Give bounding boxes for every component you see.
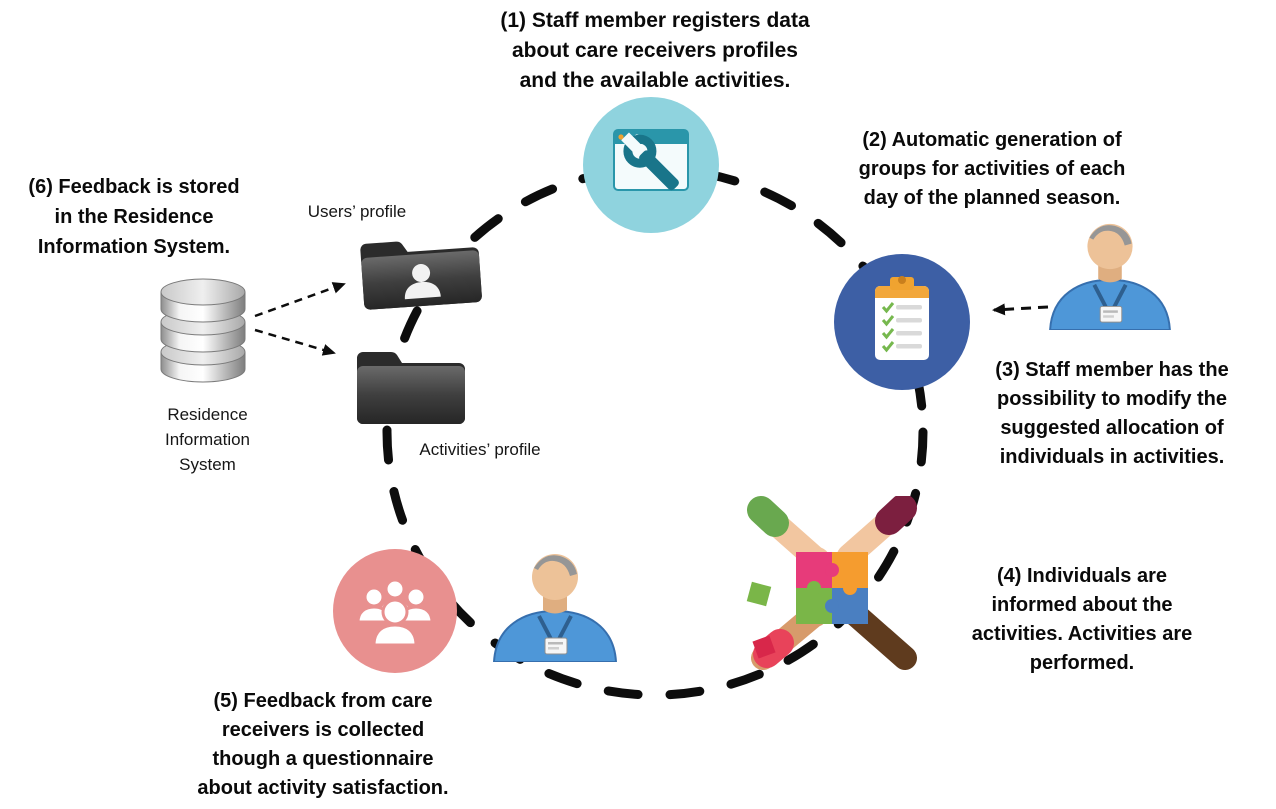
staff-member-svg — [1049, 223, 1171, 331]
activities-profile-label: Activities’ profile — [419, 440, 541, 459]
teamwork-puzzle-hands-icon — [737, 494, 927, 681]
step5-text: (5) Feedback from care receivers is coll… — [197, 690, 449, 799]
users-profile-label: Users’ profile — [307, 202, 407, 221]
users-folder-icon — [353, 222, 489, 322]
people-group-icon — [333, 549, 457, 678]
teamwork-puzzle-hands-svg — [746, 494, 917, 670]
residence-information-system-label: Residence Information System — [164, 405, 251, 474]
checklist-rows — [881, 302, 922, 353]
person-silhouette — [404, 263, 441, 300]
db-to-activities-folder-arrow — [254, 328, 336, 356]
step2-text: (2) Automatic generation of groups for a… — [858, 129, 1126, 209]
step3-text: (3) Staff member has the possibility to … — [995, 359, 1229, 468]
staff-member-icon — [1036, 220, 1184, 335]
wrench-glyph — [621, 132, 679, 191]
step4-text: (4) Individuals are informed about the a… — [971, 565, 1193, 674]
app-window-wrench-icon — [583, 97, 719, 238]
database-cylinder-icon — [157, 276, 249, 399]
users-folder-svg — [360, 241, 482, 310]
database-cylinder-svg — [160, 278, 246, 383]
clipboard-checklist-svg — [834, 254, 970, 390]
staff-member-feedback-svg — [492, 554, 618, 663]
clipboard-checklist-icon — [834, 254, 970, 395]
app-window-wrench-svg — [583, 97, 719, 233]
puzzle-pieces — [796, 552, 868, 624]
db-to-users-folder-arrow — [254, 282, 346, 318]
step1-text: (1) Staff member registers data about ca… — [500, 9, 810, 92]
staff-to-clipboard-arrow — [992, 303, 1049, 316]
step6-text: (6) Feedback is stored in the Residence … — [28, 176, 240, 258]
people-group-svg — [333, 549, 457, 673]
activities-folder-svg — [357, 352, 465, 424]
activities-folder-icon — [352, 336, 470, 435]
staff-member-feedback-icon — [480, 550, 630, 667]
